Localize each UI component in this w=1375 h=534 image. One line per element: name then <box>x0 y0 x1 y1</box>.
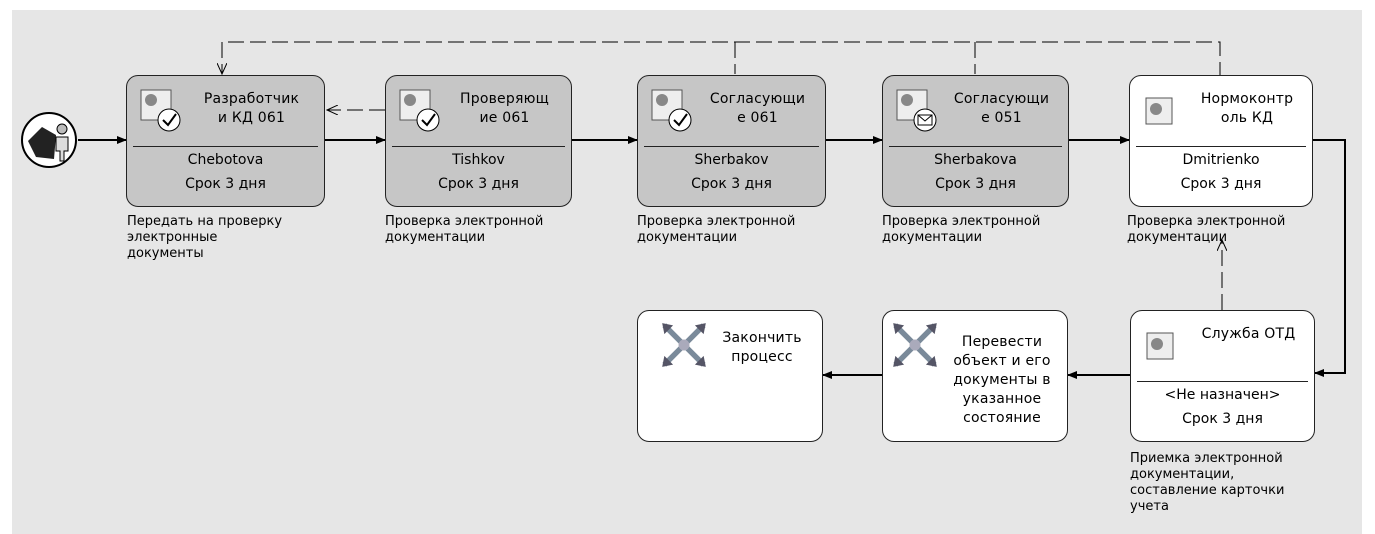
step-user: Dmitrienko <box>1182 152 1260 168</box>
step-title: Нормоконтр оль КД <box>1200 91 1294 126</box>
step-term: Срок 3 дня <box>691 176 772 192</box>
action-transfer-state[interactable]: Перевести объект и его документы в указа… <box>882 310 1068 442</box>
step-title: Разработчик и КД 061 <box>203 91 300 126</box>
separator <box>392 146 565 147</box>
step-description: Проверка электронной документации <box>1127 214 1286 245</box>
separator <box>133 146 318 147</box>
step-title: Согласующи е 051 <box>953 91 1050 126</box>
separator <box>1136 146 1306 147</box>
action-title: Закончить процесс <box>722 330 802 365</box>
step-user: Sherbakov <box>694 152 769 168</box>
step-user: <Не назначен> <box>1164 387 1281 403</box>
start-node[interactable] <box>20 111 78 169</box>
step-term: Срок 3 дня <box>438 176 519 192</box>
task-approved-icon <box>140 89 181 132</box>
action-finish[interactable]: Закончить процесс <box>637 310 823 442</box>
step-term: Срок 3 дня <box>935 176 1016 192</box>
step-term: Срок 3 дня <box>185 176 266 192</box>
task-icon <box>1146 332 1174 360</box>
task-approved-icon <box>399 89 440 132</box>
step-checker[interactable]: Проверяющ ие 061 Tishkov Срок 3 дня <box>385 75 572 207</box>
step-approvers-051[interactable]: Согласующи е 051 Sherbakova Срок 3 дня <box>882 75 1069 207</box>
step-otd-service[interactable]: Служба ОТД <Не назначен> Срок 3 дня <box>1130 310 1315 442</box>
task-mail-icon <box>896 89 937 132</box>
step-description: Проверка электронной документации <box>637 214 796 245</box>
action-arrows-icon <box>662 323 706 367</box>
step-term: Срок 3 дня <box>1182 411 1263 427</box>
step-title: Согласующи е 061 <box>709 91 806 126</box>
step-description: Проверка электронной документации <box>385 214 544 245</box>
step-normcontrol[interactable]: Нормоконтр оль КД Dmitrienko Срок 3 дня <box>1129 75 1313 207</box>
action-title: Перевести объект и его документы в указа… <box>953 334 1051 426</box>
step-user: Tishkov <box>452 152 505 168</box>
step-title: Служба ОТД <box>1201 326 1296 342</box>
step-title: Проверяющ ие 061 <box>460 91 549 126</box>
step-description: Проверка электронной документации <box>882 214 1041 245</box>
task-icon <box>1145 97 1173 125</box>
step-developer[interactable]: Разработчик и КД 061 Chebotova Срок 3 дн… <box>126 75 325 207</box>
task-approved-icon <box>651 89 692 132</box>
action-arrows-icon <box>893 323 937 367</box>
step-user: Sherbakova <box>934 152 1017 168</box>
step-approvers-061[interactable]: Согласующи е 061 Sherbakov Срок 3 дня <box>637 75 826 207</box>
separator <box>1137 381 1308 382</box>
separator <box>644 146 819 147</box>
step-user: Chebotova <box>187 152 264 168</box>
step-description: Приемка электронной документации, состав… <box>1130 451 1285 514</box>
step-description: Передать на проверку электронные докумен… <box>127 214 283 261</box>
step-term: Срок 3 дня <box>1180 176 1262 192</box>
start-process-icon <box>21 112 77 168</box>
separator <box>889 146 1062 147</box>
edge-return-top <box>222 41 1221 78</box>
edge-normcontrol-otd <box>1313 139 1346 377</box>
